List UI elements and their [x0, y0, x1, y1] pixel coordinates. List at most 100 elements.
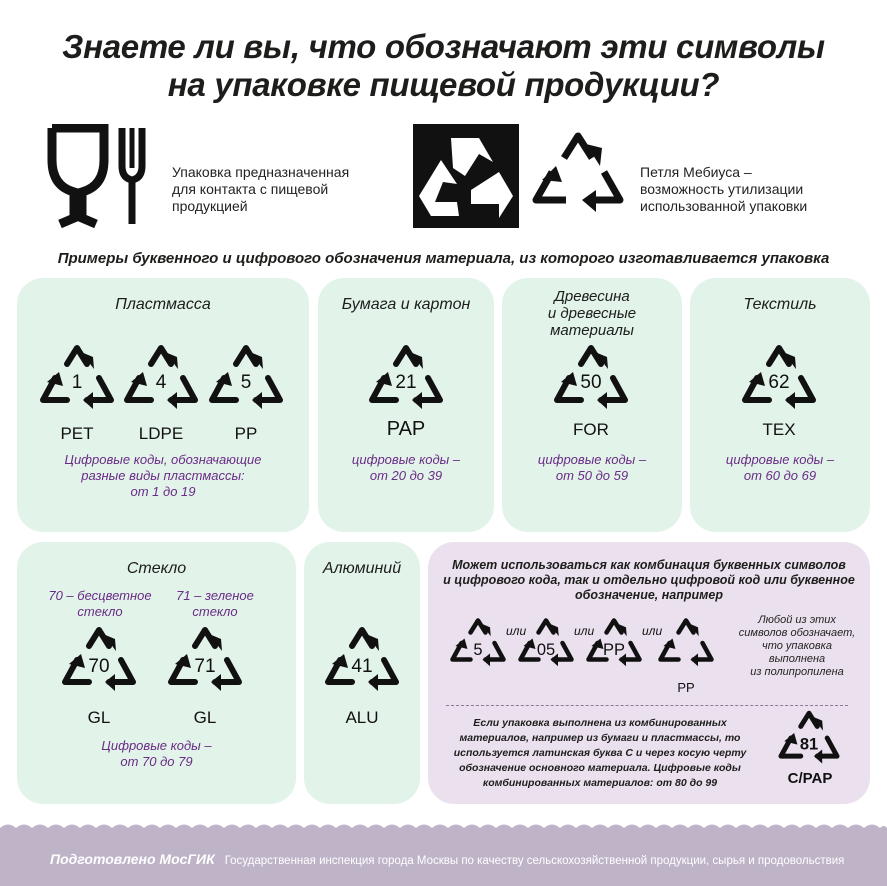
combo-side-4: выполнена — [768, 653, 826, 665]
code-num-5: 5 — [241, 372, 252, 393]
glass-sub-70-a: 70 – бесцветное — [48, 588, 152, 603]
recycle-symbol-combo-5: 5 — [448, 614, 508, 672]
code-label-pap: PAP — [386, 418, 426, 440]
code-num-41: 41 — [351, 656, 372, 677]
combo-text: Если упаковка выполнена из комбинированн… — [440, 716, 760, 791]
combo-text-5: комбинированных материалов: от 80 до 99 — [482, 777, 718, 789]
paper-title: Бумага и картон — [341, 296, 471, 313]
footer-scallop — [0, 824, 887, 835]
recycle-symbol-5: 5 — [206, 342, 286, 414]
combo-head-2: и цифрового кода, так и отдельно цифрово… — [443, 573, 855, 587]
combo-text-1: Если упаковка выполнена из комбинированн… — [473, 717, 727, 729]
food-desc-1: Упаковка предназначенная — [172, 164, 350, 180]
title-line-1: Знаете ли вы, что обозначают эти символы — [62, 28, 825, 65]
paper-note: цифровые коды – от 20 до 39 — [318, 452, 494, 484]
code-num-81: 81 — [800, 736, 818, 754]
code-label-gl-70: GL — [87, 708, 111, 727]
code-num-62: 62 — [768, 372, 789, 393]
combo-side-3: что упаковка — [762, 640, 832, 652]
code-num-1: 1 — [72, 372, 83, 393]
plastic-note-1: Цифровые коды, обозначающие — [64, 452, 262, 467]
textile-note-1: цифровые коды – — [725, 452, 835, 467]
glass-note-1: Цифровые коды – — [101, 738, 212, 753]
glass-note: Цифровые коды – от 70 до 79 — [17, 738, 296, 770]
combo-side-note: Любой из этих символов обозначает, что у… — [722, 614, 872, 679]
glass-sub-71-a: 71 – зеленое — [176, 588, 254, 603]
code-num-4: 4 — [156, 372, 167, 393]
mobius-desc-1: Петля Мебиуса – — [640, 164, 752, 180]
glass-fork-icon — [47, 124, 146, 228]
aluminum-panel — [304, 542, 420, 804]
glass-note-2: от 70 до 79 — [120, 754, 193, 769]
recycle-symbol-71: 71 — [165, 624, 245, 696]
footer — [0, 824, 887, 886]
wood-title: Древесина и древесные материалы — [502, 288, 682, 339]
combo-head-3: обозначение, например — [575, 588, 723, 602]
recycle-symbol-4: 4 — [121, 342, 201, 414]
combo-text-4: обозначение основного материала. Цифровы… — [459, 762, 741, 774]
code-label-pet: PET — [60, 424, 94, 443]
code-label-for: FOR — [573, 420, 609, 439]
wood-panel — [502, 278, 682, 532]
combo-text-2: материалов, например из бумаги и пластма… — [459, 732, 741, 744]
glass-panel — [17, 542, 296, 804]
plastic-note: Цифровые коды, обозначающие разные виды … — [17, 452, 309, 500]
wood-note-1: цифровые коды – — [537, 452, 647, 467]
combo-side-1: Любой из этих — [758, 614, 836, 626]
recycle-symbol-81: 81 — [776, 708, 842, 768]
food-desc-3: продукцией — [172, 198, 248, 214]
glass-sub-71-b: стекло — [192, 604, 238, 619]
code-num-50: 50 — [580, 372, 601, 393]
recycle-symbol-1: 1 — [37, 342, 117, 414]
glass-title: Стекло — [126, 560, 187, 577]
code-label-ldpe: LDPE — [138, 424, 184, 443]
food-symbol-description: Упаковка предназначенная для контакта с … — [172, 164, 349, 215]
mobius-description: Петля Мебиуса – возможность утилизации и… — [640, 164, 807, 215]
or-label-2: или — [574, 624, 595, 638]
textile-note: цифровые коды – от 60 до 69 — [690, 452, 870, 484]
code-label-tex: TEX — [762, 420, 796, 439]
code-num-21: 21 — [395, 372, 416, 393]
wood-note: цифровые коды – от 50 до 59 — [502, 452, 682, 484]
combo-side-2: символов обозначает, — [738, 627, 856, 639]
combo-label-pp: PP — [677, 680, 695, 695]
recycle-symbol-50: 50 — [551, 342, 631, 414]
code-num-70: 70 — [88, 656, 109, 677]
recycle-symbol-41: 41 — [322, 624, 402, 696]
wood-note-2: от 50 до 59 — [555, 468, 629, 483]
code-label-pp: PP — [234, 424, 258, 443]
recycle-symbol-21: 21 — [366, 342, 446, 414]
code-label-alu: ALU — [345, 708, 379, 727]
plastic-note-2: разные виды пластмассы: — [81, 468, 245, 483]
plastic-note-3: от 1 до 19 — [130, 484, 196, 499]
or-label-1: или — [506, 624, 527, 638]
combination-heading: Может использоваться как комбинация букв… — [428, 558, 870, 603]
paper-note-1: цифровые коды – — [351, 452, 461, 467]
combo-num-05: 05 — [537, 641, 555, 659]
wood-title-2: и древесные — [547, 305, 637, 322]
wood-title-1: Древесина — [554, 288, 630, 305]
code-label-cpap: C/PAP — [787, 770, 833, 787]
or-label-3: или — [642, 624, 663, 638]
recycle-icon-filled — [413, 124, 519, 228]
combo-code-pp: PP — [603, 641, 625, 659]
combo-num-5: 5 — [473, 641, 482, 659]
combo-text-3: используется латинская буква С и через к… — [453, 747, 747, 759]
aluminum-title: Алюминий — [322, 560, 402, 577]
title-line-2: на упаковке пищевой продукции? — [167, 66, 720, 103]
recycle-symbol-62: 62 — [739, 342, 819, 414]
footer-prepared: Подготовлено МосГИК — [50, 851, 215, 867]
code-label-gl-71: GL — [193, 708, 217, 727]
mobius-desc-3: использованной упаковки — [640, 198, 808, 214]
mobius-desc-2: возможность утилизации — [640, 181, 804, 197]
recycle-icon — [532, 132, 624, 212]
glass-sub-70-b: стекло — [77, 604, 123, 619]
recycle-symbol-70: 70 — [59, 624, 139, 696]
recycle-symbol-combo-blank — [656, 614, 716, 672]
code-num-71: 71 — [194, 656, 215, 677]
combo-head-1: Может использоваться как комбинация букв… — [452, 558, 846, 572]
combo-side-5: из полипропилена — [750, 666, 844, 678]
recycle-symbol-combo-pp: PP — [584, 614, 644, 672]
paper-note-2: от 20 до 39 — [369, 468, 443, 483]
